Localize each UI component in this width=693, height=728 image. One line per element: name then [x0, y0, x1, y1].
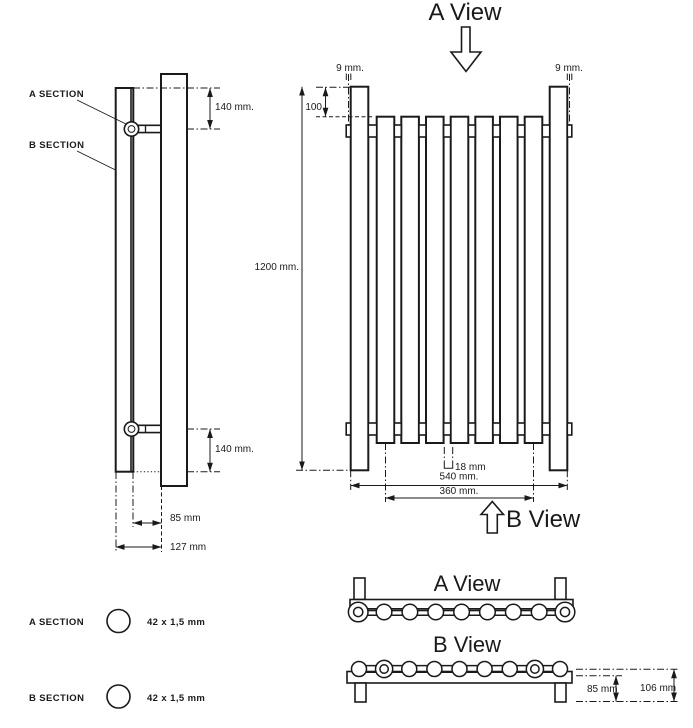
collector-tube-left [349, 85, 370, 472]
a-view-tab-right [554, 577, 567, 601]
a-view-tab-left [353, 577, 366, 601]
a-view-section-title: A View [434, 571, 501, 596]
a-view-down-arrow-icon [449, 26, 483, 73]
a-view-tube-circles [347, 601, 576, 623]
radiator-bar [523, 115, 544, 444]
legend-a-section-label: A SECTION [29, 617, 84, 628]
radiator-bar [474, 115, 494, 444]
bottom-pipe-circle [123, 420, 140, 437]
b-view-tab-right [554, 682, 567, 703]
dim-18mm: 18 mm [455, 462, 486, 473]
dim-140-top: 140 mm. [215, 102, 254, 113]
legend-b-section-circle [106, 684, 131, 709]
radiator-bar [449, 115, 470, 444]
dim-85-side: 85 mm [170, 513, 201, 524]
dim-360: 360 mm. [440, 486, 479, 497]
radiator-profile-bar [114, 87, 135, 473]
dim-100: 100 [305, 102, 322, 113]
b-view-pipe-inner-ring [529, 664, 540, 674]
radiator-bar [499, 115, 519, 444]
dim-9mm-right: 9 mm. [555, 63, 583, 74]
section-legend: A SECTION 42 x 1,5 mm B SECTION 42 x 1,5… [29, 608, 205, 709]
a-section-pipe-circle [123, 121, 140, 138]
b-view-up-arrow-icon [479, 500, 506, 534]
dim-9mm-left: 9 mm. [336, 63, 364, 74]
b-view-pipe-inner-ring [379, 664, 390, 674]
legend-a-section-circle [106, 608, 131, 634]
b-view-tube-circles [350, 659, 569, 679]
b-section-leader-line [76, 150, 116, 171]
wall-tab-left-bottom [345, 422, 352, 436]
legend-b-section-label: B SECTION [29, 693, 84, 704]
radiator-bar [400, 115, 420, 444]
a-view-pipe-inner-ring [352, 606, 364, 618]
dim-540: 540 mm. [440, 472, 479, 483]
side-view: 140 mm. 140 mm. 85 mm 127 mm A SECTION B… [29, 73, 254, 553]
a-section-callout: A SECTION [29, 89, 84, 100]
legend-b-section-size: 42 x 1,5 mm [147, 693, 205, 704]
wall-brick-column [160, 73, 188, 487]
front-view-title: A View [429, 0, 503, 26]
b-view-tab-left [354, 682, 367, 703]
dim-140-bottom: 140 mm. [215, 444, 254, 455]
bottom-header-connectors [345, 422, 573, 436]
top-pipe-connection [123, 121, 161, 138]
front-view-bottom-title: B View [506, 506, 581, 533]
collector-tube-right [548, 85, 569, 472]
b-section-callout: B SECTION [29, 140, 84, 151]
radiator-bar [375, 115, 396, 444]
front-view: A View [255, 0, 583, 534]
dim-1200: 1200 mm. [255, 262, 299, 273]
wall-tab-right-bottom [566, 422, 573, 436]
a-view-pipe-inner-ring [559, 606, 571, 618]
wall-tab-left-top [345, 124, 352, 138]
dim-106-depth: 106 mm [640, 683, 676, 694]
a-section-leader-line [76, 99, 127, 125]
legend-a-section-size: 42 x 1,5 mm [147, 617, 205, 628]
bottom-pipe-connection [123, 420, 161, 437]
radiator-bar [425, 115, 445, 444]
a-view-cross-section: A View [347, 571, 576, 623]
wall-tab-right-top [566, 124, 573, 138]
b-view-cross-section: B View 85 mm 106 mm [346, 632, 680, 703]
dim-85-depth: 85 mm [587, 684, 618, 695]
dim-127-side: 127 mm [170, 542, 206, 553]
radiator-bars [375, 115, 544, 444]
b-view-section-title: B View [433, 632, 501, 657]
